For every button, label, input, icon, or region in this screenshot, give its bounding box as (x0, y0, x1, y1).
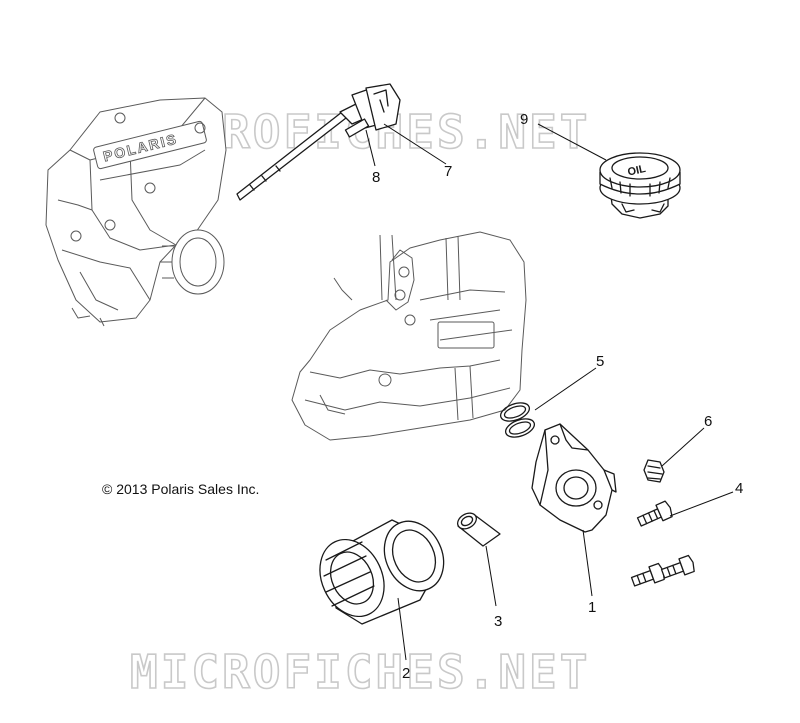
callout-1: 1 (588, 599, 596, 616)
watermark-bottom: MICROFICHES.NET (130, 645, 590, 699)
callout-6: 6 (704, 413, 712, 430)
oil-cap-marking: OIL (626, 163, 647, 179)
leader-3 (485, 545, 497, 607)
oil-dipstick (236, 83, 401, 201)
leader-2 (397, 597, 407, 661)
leader-lines (365, 123, 734, 661)
leader-4 (669, 491, 734, 517)
leader-9 (537, 123, 607, 161)
oil-filter (319, 519, 445, 625)
copyright-notice: © 2013 Polaris Sales Inc. (102, 481, 259, 497)
bolts (630, 500, 695, 587)
callout-8: 8 (372, 169, 380, 186)
callout-9: 9 (520, 111, 528, 128)
leader-6 (661, 427, 705, 467)
leader-7 (383, 123, 447, 165)
engine-crankcase-illustration (291, 231, 527, 441)
filter-adapter-housing (531, 423, 617, 533)
leader-8 (365, 129, 376, 167)
o-rings (499, 402, 536, 438)
callout-5: 5 (596, 353, 604, 370)
sleeve (457, 512, 501, 547)
oil-fill-cap: OIL (599, 152, 681, 219)
callout-4: 4 (735, 480, 743, 497)
plug-fitting (643, 459, 665, 483)
callout-2: 2 (402, 665, 410, 682)
leader-5 (534, 367, 597, 411)
leader-1 (582, 529, 593, 597)
engine-head-illustration: POLARIS (45, 97, 227, 327)
callout-7: 7 (444, 163, 452, 180)
callout-3: 3 (494, 613, 502, 630)
